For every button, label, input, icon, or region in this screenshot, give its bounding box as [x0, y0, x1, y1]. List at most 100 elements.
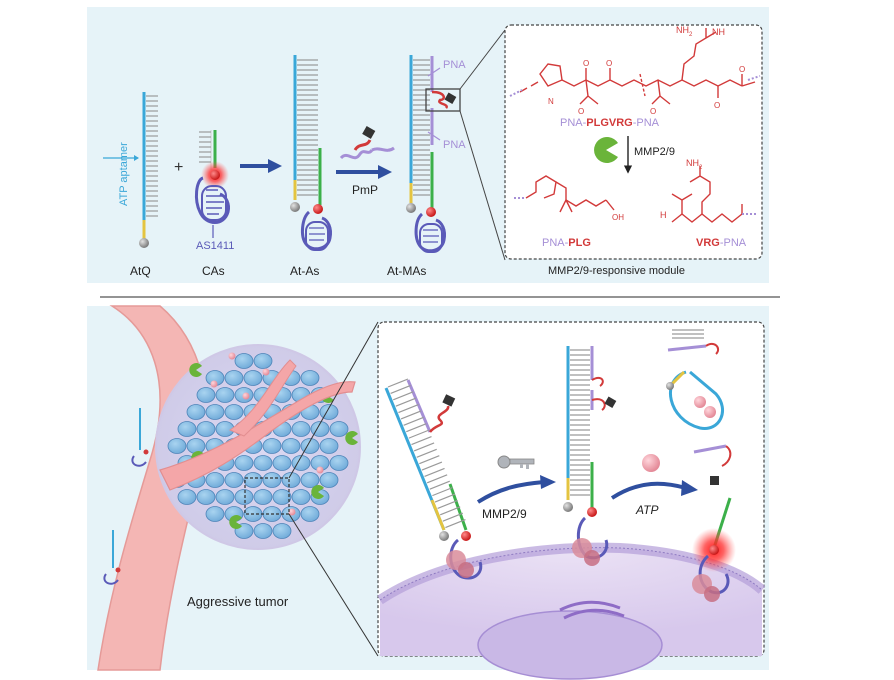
pmp-arrow-head [378, 165, 392, 179]
base-pair-line [400, 410, 422, 420]
vessel-probe-1 [131, 408, 149, 467]
pna-pointer-bottom [427, 131, 441, 141]
base-pair-line [390, 384, 411, 394]
atp-dot [262, 368, 270, 376]
fragment-plg [525, 175, 615, 213]
nh2-label-top: NH2 [676, 25, 693, 38]
tumor-cell [205, 472, 225, 488]
tumor-label: Aggressive tumor [187, 594, 289, 609]
tumor-cell [205, 404, 225, 420]
atp-arrow [610, 481, 687, 500]
tumor-cell [253, 523, 273, 539]
zoom-box [425, 88, 461, 112]
o-label-5: O [714, 101, 720, 110]
mmp-enzyme-dot [345, 431, 358, 446]
tumor-cell [243, 370, 263, 386]
tumor-vessel-branch-2 [228, 359, 297, 437]
tumor-cell [281, 438, 301, 454]
atas-construct [290, 55, 332, 251]
base-pair-line [406, 423, 427, 433]
tumor-cell [300, 370, 320, 386]
base-pair-line [432, 487, 453, 497]
assembly-arrow-head [268, 159, 282, 173]
tumor-cell [262, 438, 282, 454]
o-label-1: O [583, 59, 589, 68]
tumor-cell [253, 353, 273, 369]
name-atas: At-As [290, 264, 319, 278]
cell-membrane-dots [379, 547, 763, 601]
tumor-cell [319, 472, 339, 488]
organelle [559, 600, 625, 620]
tumor-cell [262, 472, 282, 488]
tumor-cell [234, 455, 254, 471]
tumor-cell [196, 387, 216, 403]
sequence-full: PNA-PLGVRG-PNA [560, 117, 660, 129]
tumor-cell [329, 455, 349, 471]
fragment-vrg-label: VRG-PNA [696, 237, 747, 249]
base-pair-line [416, 448, 437, 458]
module-caption: MMP2/9-responsive module [548, 265, 685, 277]
tumor-cell [291, 489, 311, 505]
mmp-arrow [476, 480, 545, 504]
stage1-probe [384, 379, 483, 580]
zoom-line-bottom [459, 110, 506, 261]
mmp-enzyme-label: MMP2/9 [634, 146, 675, 158]
tumor-cell [196, 421, 216, 437]
tumor-cell [224, 472, 244, 488]
pna-label-bottom: PNA [443, 139, 466, 151]
stage1-base-pairs [387, 378, 466, 529]
name-atmas: At-MAs [387, 264, 426, 278]
tumor-cell [215, 489, 235, 505]
base-pair-line [403, 416, 424, 426]
tumor-zoom-line-bottom [288, 513, 379, 657]
o-label-2: O [606, 59, 612, 68]
fragment-vrg [671, 166, 743, 223]
base-pair-line [439, 506, 461, 516]
base-pair-line [392, 391, 414, 401]
base-pair-line [442, 512, 464, 522]
tumor-cell [224, 404, 244, 420]
tumor-cell [253, 455, 273, 471]
base-pair-line [398, 404, 419, 414]
tumor-cell [186, 438, 206, 454]
tumor-cell [310, 421, 330, 437]
plus-sign: + [174, 159, 183, 176]
tumor-cell [196, 489, 216, 505]
atp-step-label: ATP [635, 503, 658, 517]
tumor-cell [253, 489, 273, 505]
oh-label: OH [612, 213, 624, 222]
atp-arrow-head [681, 480, 698, 496]
base-pair-line [429, 480, 450, 490]
tumor-cell [177, 489, 197, 505]
as1411-label: AS1411 [196, 240, 234, 252]
nh2-label-frag: NH2 [686, 158, 703, 171]
pmp-reagent [339, 126, 395, 160]
o-label-3: O [578, 107, 584, 116]
tumor-cell [319, 404, 339, 420]
tumor-cell [272, 455, 292, 471]
stage2Rungs-base-pairs [570, 349, 590, 496]
base-pair-line [411, 435, 432, 446]
atp-aptamer-pointer-head [134, 155, 139, 161]
tumor-cell [234, 489, 254, 505]
atp-dot [242, 392, 250, 400]
base-pair-line [413, 442, 435, 452]
h-label-frag: H [660, 210, 667, 220]
atasRungs-base-pairs [297, 59, 318, 196]
mmp-enzyme-dot [229, 514, 242, 529]
zoom-line-top [459, 29, 506, 90]
atp-dot [316, 466, 324, 474]
fragment-plg-label: PNA-PLG [542, 237, 591, 249]
base-pair-line [424, 467, 445, 478]
tumor-cell [167, 438, 187, 454]
tumor-zoom-line-top [288, 321, 379, 479]
vessel-probe-2 [103, 530, 121, 585]
tumor-cell [300, 472, 320, 488]
nh-label-top: NH [712, 27, 725, 37]
tumor-cell [300, 506, 320, 522]
stage2-probe [563, 346, 617, 566]
base-pair-line [419, 455, 440, 465]
tumor-zoom-box [244, 477, 290, 515]
tumor-cells [167, 352, 358, 539]
